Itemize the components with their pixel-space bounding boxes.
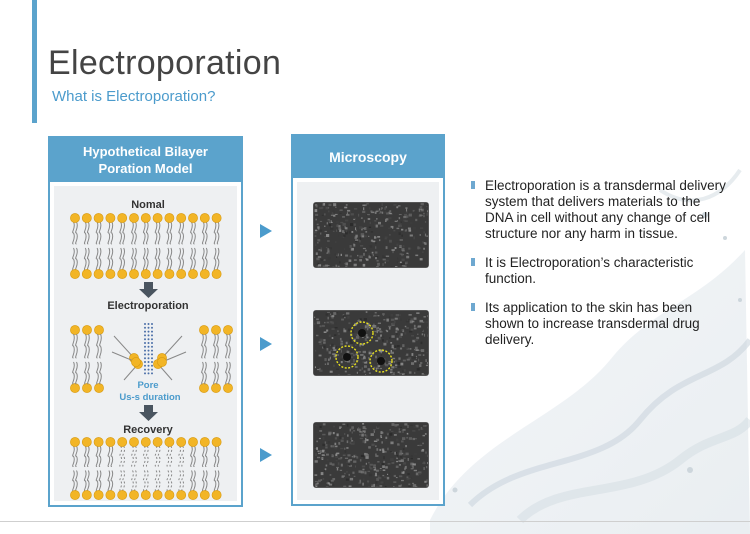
page-subtitle: What is Electroporation? [52, 88, 216, 105]
stage-label-nomal: Nomal [131, 199, 165, 211]
bilayer-diagram: Nomal Electroporation Recovery Pore Us-s… [70, 199, 233, 500]
right-arrow-icon [260, 337, 272, 351]
microscopy-image-normal [313, 202, 429, 268]
down-arrow-icon [139, 282, 158, 298]
pore-label: Pore [137, 380, 158, 391]
right-arrow-icon [260, 448, 272, 462]
footer-divider [0, 521, 750, 522]
description-list: Electroporation is a transdermal deliver… [471, 178, 731, 361]
microscopy-header: Microscopy [293, 136, 443, 178]
bullet-icon [471, 303, 475, 311]
microscopy-image-porated [313, 310, 429, 376]
microscopy-panel: Microscopy [291, 134, 445, 506]
title-accent-bar [32, 0, 37, 123]
description-item: It is Electroporation’s characteristic f… [471, 255, 731, 287]
bilayer-recovered [70, 437, 222, 500]
microscopy-image-recovered [313, 422, 429, 488]
bilayer-model-header: Hypothetical Bilayer Poration Model [50, 138, 241, 182]
bilayer-model-panel: Hypothetical Bilayer Poration Model Noma… [48, 136, 243, 507]
description-item: Its application to the skin has been sho… [471, 300, 731, 348]
bilayer-normal [70, 213, 222, 279]
stage-label-electroporation: Electroporation [107, 300, 189, 312]
page-title: Electroporation [48, 44, 282, 82]
stage-label-recovery: Recovery [123, 424, 173, 436]
description-item: Electroporation is a transdermal deliver… [471, 178, 731, 242]
right-arrow-icon [260, 224, 272, 238]
bilayer-model-title-line1: Hypothetical Bilayer [83, 144, 208, 159]
bilayer-model-title-line2: Poration Model [98, 161, 193, 176]
bilayer-porated [70, 323, 233, 393]
bullet-icon [471, 258, 475, 266]
bilayer-model-body: Nomal Electroporation Recovery Pore Us-s… [54, 186, 237, 501]
microscopy-body [297, 182, 439, 500]
duration-label: Us-s duration [119, 392, 180, 403]
bullet-icon [471, 181, 475, 189]
down-arrow-icon [139, 405, 158, 421]
